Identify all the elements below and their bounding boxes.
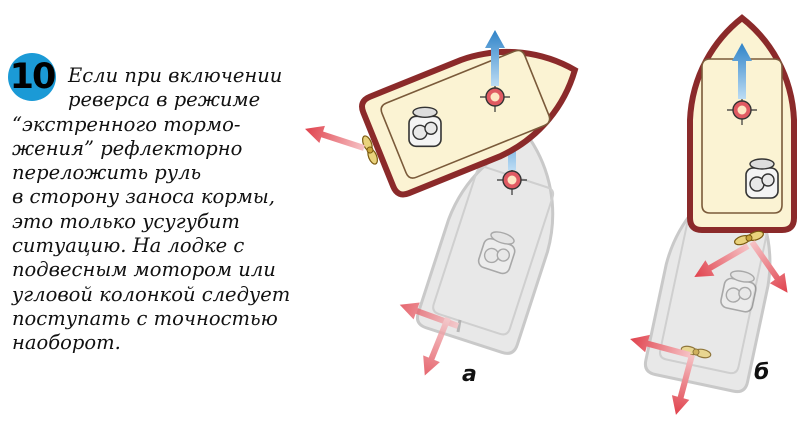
caption-line: Если при включении <box>68 64 283 87</box>
figure-caption: Если при включении реверса в режиме “экс… <box>12 64 332 356</box>
panel-label-b: б <box>754 360 770 385</box>
caption-line: это только усугубит <box>12 209 240 233</box>
caption-line: “экстренного тормо- <box>12 112 241 136</box>
caption-line: жения” рефлекторно <box>12 136 243 160</box>
caption-line: подвесным мотором или <box>12 258 276 282</box>
panel-label-a: а <box>462 362 477 387</box>
caption-line: переложить руль <box>12 161 202 185</box>
caption-line: в сторону заноса кормы, <box>12 185 275 209</box>
caption-line: угловой колонкой следует <box>12 282 291 306</box>
panel-b <box>627 18 795 418</box>
caption-line: ситуацию. На лодке с <box>12 234 245 258</box>
arrow-red-icon <box>302 120 367 157</box>
caption-line: поступать с точностью <box>12 306 278 330</box>
caption-line: наоборот. <box>12 331 121 355</box>
panel-a <box>302 22 594 379</box>
caption-line: реверса в режиме <box>68 88 261 112</box>
figure-number: 10 <box>9 57 57 97</box>
figure-number-badge: 10 <box>8 53 56 101</box>
